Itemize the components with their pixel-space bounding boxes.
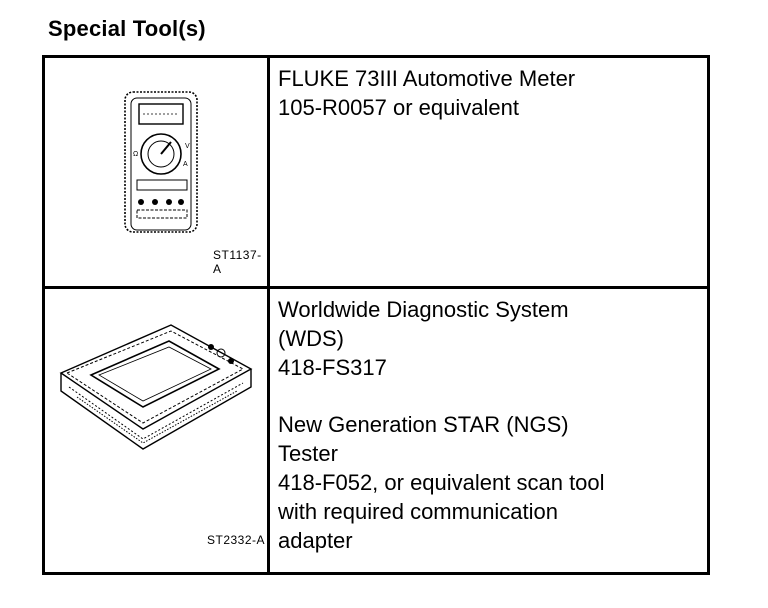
tool-name-line: Worldwide Diagnostic System	[278, 297, 569, 322]
tool-row-fluke-meter: V A Ω ST1137-A FLUKE 73III Automotive Me…	[45, 58, 707, 289]
tool-name-line: FLUKE 73III Automotive Meter	[278, 66, 576, 91]
tool-name-line: New Generation STAR (NGS)	[278, 412, 569, 437]
tool-note-line: with required communication	[278, 499, 559, 524]
figure-code: ST1137-A	[213, 248, 262, 276]
tool-name-line: Tester	[278, 441, 338, 466]
svg-text:V: V	[185, 143, 190, 150]
tool-description-cell: Worldwide Diagnostic System (WDS) 418-FS…	[270, 289, 707, 572]
svg-text:A: A	[183, 161, 188, 168]
tool-description-cell: FLUKE 73III Automotive Meter 105-R0057 o…	[270, 58, 707, 286]
tool-image-cell: ST2332-A	[45, 289, 270, 572]
tool-note-line: adapter	[278, 528, 353, 553]
tool-part-line: 418-F052, or equivalent scan tool	[278, 470, 605, 495]
tool-part-line: 418-FS317	[278, 355, 387, 380]
section-title: Special Tool(s)	[48, 16, 206, 41]
multimeter-icon: V A Ω	[124, 91, 198, 233]
figure-code: ST2332-A	[207, 533, 266, 547]
tool-abbrev-line: (WDS)	[278, 326, 344, 351]
svg-text:Ω: Ω	[133, 151, 138, 158]
tool-image-cell: V A Ω ST1137-A	[45, 58, 270, 286]
special-tools-table: V A Ω ST1137-A FLUKE 73III Automotive Me…	[42, 55, 710, 575]
diagnostic-tablet-icon	[59, 324, 253, 450]
tool-row-diagnostic-system: ST2332-A Worldwide Diagnostic System (WD…	[45, 289, 707, 572]
tool-part-line: 105-R0057 or equivalent	[278, 95, 519, 120]
spacer	[278, 382, 697, 410]
